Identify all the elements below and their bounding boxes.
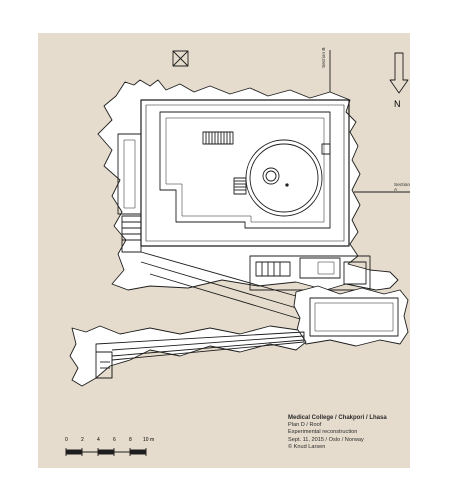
drawing-title: Medical College / Chakpori / Lhasa (288, 415, 387, 421)
circular-drum (245, 139, 323, 217)
lower-block (309, 297, 399, 337)
outer-wall-inner (145, 104, 345, 242)
scale-label: 8 (129, 437, 132, 443)
lower-block-inner (314, 302, 394, 332)
rock-outcrop-upper (97, 79, 399, 291)
north-arrow-icon (389, 52, 409, 94)
stair-drum (233, 177, 247, 195)
north-label: N (394, 99, 401, 109)
section-b-label: Section B (322, 47, 327, 68)
rock-outcrop-right (293, 285, 409, 347)
floor-plan-drawing (65, 50, 410, 456)
locator-symbol (172, 50, 189, 67)
scale-label: 4 (97, 437, 100, 443)
drawing-copyright: © Knud Larsen (288, 443, 326, 450)
ramp (140, 251, 311, 323)
scale-label: 0 (65, 437, 68, 443)
scale-label: 2 (81, 437, 84, 443)
scale-bar (65, 448, 147, 456)
drawing-sheet: N Section A Section B 0 2 4 6 8 10 m Med… (38, 33, 410, 468)
title-block: Medical College / Chakpori / Lhasa Plan … (288, 415, 387, 451)
drawing-subtitle: Plan D / Roof (288, 422, 322, 429)
rock-outcrop-lower (69, 325, 307, 387)
scale-label: 6 (113, 437, 116, 443)
drawing-date: Sept. 11, 2015 / Oslo / Norway (288, 436, 364, 443)
drawing-note: Experimental reconstruction (288, 429, 358, 436)
courtyard-wall-inner (165, 117, 325, 223)
scale-label: 10 m (143, 437, 155, 443)
section-a-label: Section A (394, 183, 410, 193)
long-passage (95, 331, 305, 379)
stair-upper (202, 131, 234, 145)
vent-box (321, 143, 331, 155)
scale-bar-labels: 0 2 4 6 8 10 m (65, 437, 165, 447)
